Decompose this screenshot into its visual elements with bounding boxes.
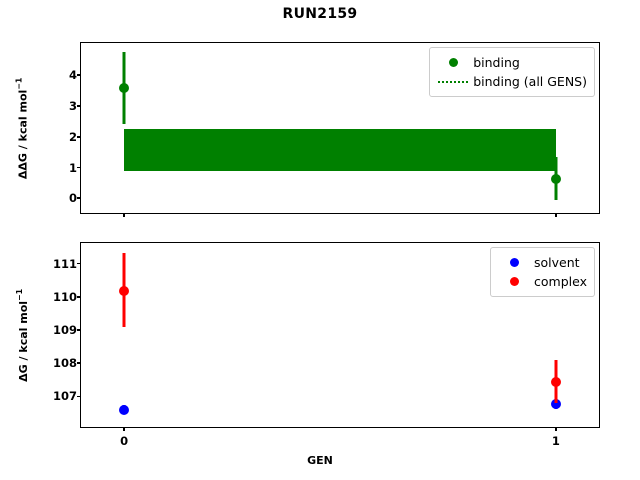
y-tick-label: 0 (68, 191, 77, 206)
legend-label-solvent: solvent (534, 255, 580, 270)
y-tick-label: 110 (52, 289, 77, 304)
top-panel-legend: binding binding (all GENS) (429, 47, 595, 97)
top-y-label-text: ΔΔG / kcal mol (16, 89, 30, 179)
x-tick-label: 0 (120, 434, 129, 448)
y-tick-label: 1 (68, 160, 77, 175)
y-tick-label: 3 (68, 99, 77, 114)
y-tick-mark (77, 262, 81, 265)
legend-item-solvent[interactable]: solvent (497, 253, 587, 272)
y-tick-mark (77, 296, 81, 298)
y-tick-label: 107 (52, 389, 77, 404)
data-point-marker (119, 83, 130, 94)
bottom-panel-legend: solvent complex (490, 247, 595, 297)
y-tick-mark (77, 329, 81, 331)
data-point-marker (550, 173, 561, 184)
x-axis-label: GEN (307, 454, 333, 467)
top-panel-axes: 0 1 2 3 4 binding binding (all GENS) (69, 42, 600, 217)
y-tick-label: 109 (52, 323, 77, 338)
y-tick-label: 2 (68, 129, 77, 144)
legend-item-binding-all-gens[interactable]: binding (all GENS) (436, 72, 587, 91)
data-point-marker (550, 399, 561, 410)
x-tick-mark (555, 213, 557, 217)
complex-dot-icon (497, 277, 531, 286)
dotted-line-icon (436, 80, 470, 83)
top-y-label-exponent: −1 (14, 77, 24, 90)
y-tick-label: 4 (68, 68, 77, 83)
legend-item-binding[interactable]: binding (436, 53, 587, 72)
y-tick-label: 108 (52, 356, 77, 371)
bottom-panel-y-axis-label: ΔG / kcal mol−1 (15, 288, 30, 381)
x-tick-mark (555, 427, 557, 431)
data-point-marker (119, 404, 130, 415)
x-tick-mark (123, 213, 125, 217)
y-tick-mark (77, 395, 81, 398)
legend-item-complex[interactable]: complex (497, 272, 587, 291)
x-tick-label: 1 (551, 434, 560, 448)
bottom-panel-plot-area (81, 243, 599, 427)
top-panel-y-axis-label: ΔΔG / kcal mol−1 (15, 77, 30, 179)
binding-all-gens-band (124, 128, 556, 171)
data-point-marker (550, 377, 561, 388)
solvent-dot-icon (497, 258, 531, 267)
legend-label-binding: binding (473, 55, 520, 70)
y-tick-mark (77, 135, 81, 138)
figure-title: RUN2159 (282, 6, 358, 22)
bottom-panel-axes: 107 108 109 110 111 0 1 solvent complex (53, 242, 600, 448)
y-tick-mark (77, 197, 81, 200)
y-tick-mark (77, 74, 81, 77)
x-tick-mark (123, 427, 125, 431)
legend-label-binding-all-gens: binding (all GENS) (473, 74, 587, 89)
y-tick-mark (77, 166, 81, 169)
bottom-y-label-text: ΔG / kcal mol (16, 300, 30, 382)
data-point-marker (119, 285, 130, 296)
top-panel-plot-area (81, 43, 599, 213)
binding-dot-icon (436, 58, 470, 67)
bottom-y-label-exponent: −1 (14, 288, 24, 301)
y-tick-mark (77, 362, 81, 365)
y-tick-label: 111 (52, 256, 77, 271)
y-tick-mark (77, 105, 81, 107)
legend-label-complex: complex (534, 274, 587, 289)
